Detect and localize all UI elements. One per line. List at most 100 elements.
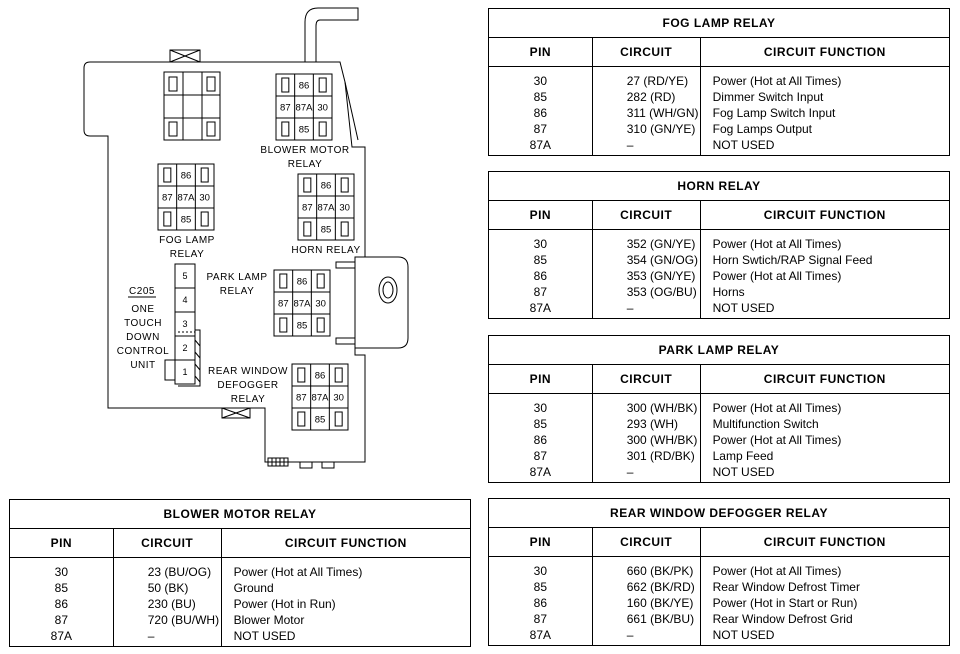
pin-cell: 85 xyxy=(488,252,593,268)
mounting-tab-top xyxy=(169,49,201,63)
circuit-cell: 23 (BU/OG) xyxy=(113,557,222,580)
circuit-cell: 300 (WH/BK) xyxy=(592,393,701,416)
pin-cell: 30 xyxy=(488,229,593,252)
pin-cell: 87 xyxy=(488,611,593,627)
circuit-column-header: CIRCUIT xyxy=(113,528,222,558)
control-unit-label-1: ONE xyxy=(131,304,154,315)
horn-relay-label: HORN RELAY xyxy=(291,245,360,256)
function-cell: Power (Hot at All Times) xyxy=(712,401,842,415)
pin-label: 85 xyxy=(297,321,308,332)
pin-cell: 85 xyxy=(9,580,114,596)
table-row: 87A–NOT USED xyxy=(488,627,950,646)
circuit-cell: – xyxy=(592,627,701,646)
function-cell: NOT USED xyxy=(712,628,775,642)
pin-label: 86 xyxy=(181,171,192,182)
pin-cell: 87A xyxy=(488,300,593,319)
function-cell: NOT USED xyxy=(233,629,296,643)
spare-relay-socket xyxy=(163,71,221,141)
park-lamp-relay xyxy=(273,269,331,337)
c205-connector xyxy=(164,263,201,387)
pin-cell: 87A xyxy=(488,137,593,156)
function-column-header: CIRCUIT FUNCTION xyxy=(700,37,950,67)
function-cell: Multifunction Switch xyxy=(712,417,819,431)
mounting-tab-bottom xyxy=(221,407,251,419)
pin-label: 86 xyxy=(321,181,332,192)
function-column-header: CIRCUIT FUNCTION xyxy=(221,528,471,558)
circuit-cell: – xyxy=(113,628,222,647)
function-cell: Power (Hot in Run) xyxy=(233,597,336,611)
table-row: 87A–NOT USED xyxy=(488,464,950,483)
function-column-header: CIRCUIT FUNCTION xyxy=(700,200,950,230)
pin-column-header: PIN xyxy=(488,200,593,230)
function-cell: Power (Hot at All Times) xyxy=(712,269,842,283)
circuit-cell: 352 (GN/YE) xyxy=(592,229,701,252)
circuit-cell: 27 (RD/YE) xyxy=(592,66,701,89)
pin-label: 87A xyxy=(294,299,312,310)
pin-column-header: PIN xyxy=(488,364,593,394)
bottom-clip xyxy=(267,457,289,467)
pin-label: 87A xyxy=(318,203,336,214)
control-unit-label-5: UNIT xyxy=(130,360,155,371)
blower-motor-relay xyxy=(275,73,333,141)
function-cell: Fog Lamps Output xyxy=(712,122,813,136)
circuit-cell: 50 (BK) xyxy=(113,580,222,596)
pin-cell: 87A xyxy=(9,628,114,647)
pin-cell: 86 xyxy=(488,268,593,284)
rear-window-label-2: DEFOGGER xyxy=(217,380,278,391)
function-cell: Dimmer Switch Input xyxy=(712,90,824,104)
circuit-column-header: CIRCUIT xyxy=(592,527,701,557)
function-cell: Power (Hot at All Times) xyxy=(712,237,842,251)
pin-cell: 86 xyxy=(488,432,593,448)
pin-label: 85 xyxy=(321,225,332,236)
park-lamp-relay-label-2: RELAY xyxy=(220,286,255,297)
pin-cell: 87 xyxy=(9,612,114,628)
function-cell: Rear Window Defrost Timer xyxy=(712,580,860,594)
circuit-column-header: CIRCUIT xyxy=(592,364,701,394)
pin-cell: 85 xyxy=(488,579,593,595)
pin-cell: 87A xyxy=(488,464,593,483)
pin-cell: 85 xyxy=(488,89,593,105)
circuit-column-header: CIRCUIT xyxy=(592,37,701,67)
circuit-column-header: CIRCUIT xyxy=(592,200,701,230)
control-unit-label-4: CONTROL xyxy=(117,346,169,357)
table-row: 87A–NOT USED xyxy=(488,300,950,319)
blower-motor-relay-label-1: BLOWER MOTOR xyxy=(260,145,349,156)
function-cell: NOT USED xyxy=(712,301,775,315)
pin-label: 87 xyxy=(278,299,289,310)
table-title: REAR WINDOW DEFOGGER RELAY xyxy=(488,498,950,528)
pin-cell: 86 xyxy=(488,595,593,611)
function-cell: Fog Lamp Switch Input xyxy=(712,106,836,120)
fog-lamp-relay-label-1: FOG LAMP xyxy=(159,235,215,246)
table-title: FOG LAMP RELAY xyxy=(488,8,950,38)
c205-pin-4: 4 xyxy=(182,295,187,305)
function-cell: Blower Motor xyxy=(233,613,305,627)
rear-window-label-1: REAR WINDOW xyxy=(208,366,288,377)
pin-label: 87 xyxy=(302,203,313,214)
circuit-cell: 720 (BU/WH) xyxy=(113,612,222,628)
circuit-cell: 353 (OG/BU) xyxy=(592,284,701,300)
rear-window-label-3: RELAY xyxy=(231,394,266,405)
control-unit-label-3: DOWN xyxy=(126,332,160,343)
pin-cell: 30 xyxy=(9,557,114,580)
pin-label: 30 xyxy=(333,393,344,404)
table-title: HORN RELAY xyxy=(488,171,950,201)
circuit-cell: 293 (WH) xyxy=(592,416,701,432)
c205-pin-2: 2 xyxy=(182,343,187,353)
pin-column-header: PIN xyxy=(488,527,593,557)
pin-cell: 87 xyxy=(488,448,593,464)
circuit-cell: 311 (WH/GN) xyxy=(592,105,701,121)
circuit-cell: 300 (WH/BK) xyxy=(592,432,701,448)
pin-label: 30 xyxy=(339,203,350,214)
